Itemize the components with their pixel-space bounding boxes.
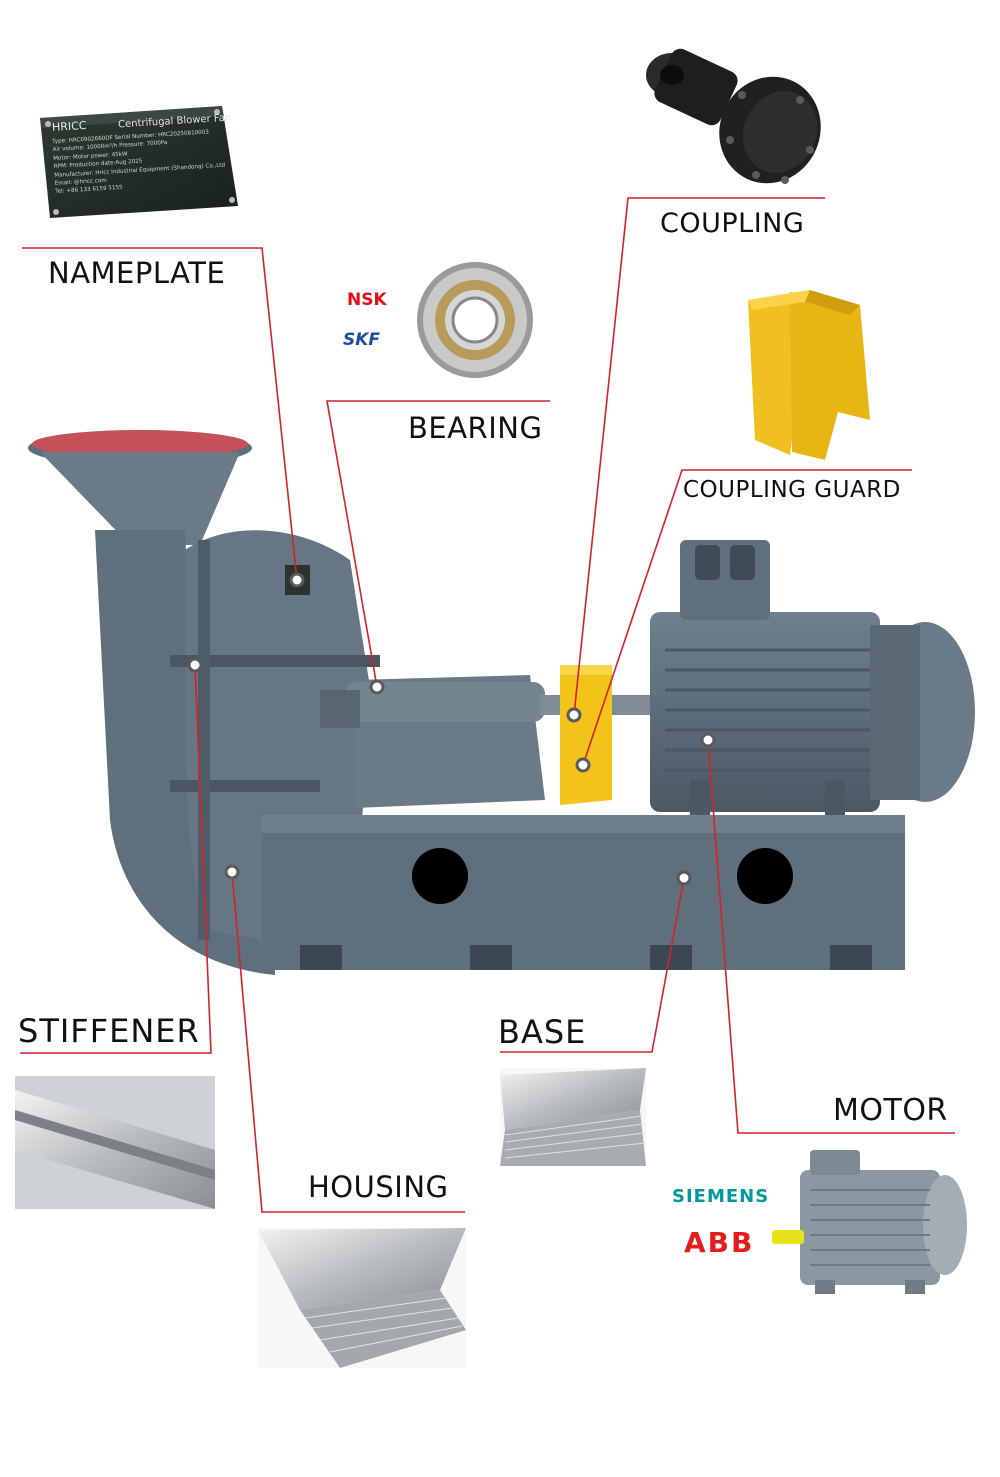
leader-line-motor bbox=[707, 739, 955, 1134]
leader-line-nameplate bbox=[22, 247, 298, 581]
marker-motor bbox=[700, 732, 716, 748]
leader-line-base bbox=[500, 877, 685, 1053]
marker-coupling-guard bbox=[575, 757, 591, 773]
leader-line-stiffener bbox=[20, 664, 212, 1054]
brand-abb: ABB bbox=[684, 1226, 755, 1259]
nameplate-rows: Type: HRC0902660DF Serial Number: HRC202… bbox=[52, 127, 235, 197]
bearing-image bbox=[417, 262, 533, 378]
blower-machine bbox=[28, 430, 975, 975]
stiffener-material-image bbox=[15, 1076, 215, 1209]
marker-coupling bbox=[566, 707, 582, 723]
brand-nsk: NSK bbox=[347, 290, 387, 310]
brand-siemens: SIEMENS bbox=[672, 1186, 770, 1207]
leader-line-bearing bbox=[326, 400, 550, 688]
marker-dots bbox=[187, 572, 716, 886]
label-coupling: COUPLING bbox=[660, 208, 805, 239]
label-bearing: BEARING bbox=[408, 411, 543, 445]
leader-line-coupling bbox=[573, 197, 825, 716]
label-housing: HOUSING bbox=[308, 1170, 449, 1204]
brand-skf: SKF bbox=[343, 330, 381, 350]
motor-image bbox=[772, 1150, 967, 1294]
label-base: BASE bbox=[498, 1013, 587, 1051]
marker-stiffener bbox=[187, 657, 203, 673]
label-stiffener: STIFFENER bbox=[18, 1012, 200, 1050]
nameplate-image bbox=[40, 106, 238, 218]
leader-lines bbox=[20, 197, 955, 1213]
marker-nameplate bbox=[289, 572, 305, 588]
leader-line-coupling-guard bbox=[582, 469, 912, 766]
housing-material-image bbox=[258, 1228, 466, 1368]
coupling-guard-image bbox=[748, 290, 870, 460]
nameplate-brand: HRICC bbox=[51, 118, 87, 135]
leader-line-housing bbox=[231, 871, 465, 1213]
marker-housing bbox=[224, 864, 240, 880]
label-coupling-guard: COUPLING GUARD bbox=[683, 477, 901, 503]
label-motor: MOTOR bbox=[833, 1093, 948, 1128]
base-material-image bbox=[500, 1068, 646, 1166]
marker-base bbox=[676, 870, 692, 886]
label-nameplate: NAMEPLATE bbox=[48, 256, 226, 290]
coupling-image bbox=[646, 48, 821, 184]
marker-bearing bbox=[369, 679, 385, 695]
